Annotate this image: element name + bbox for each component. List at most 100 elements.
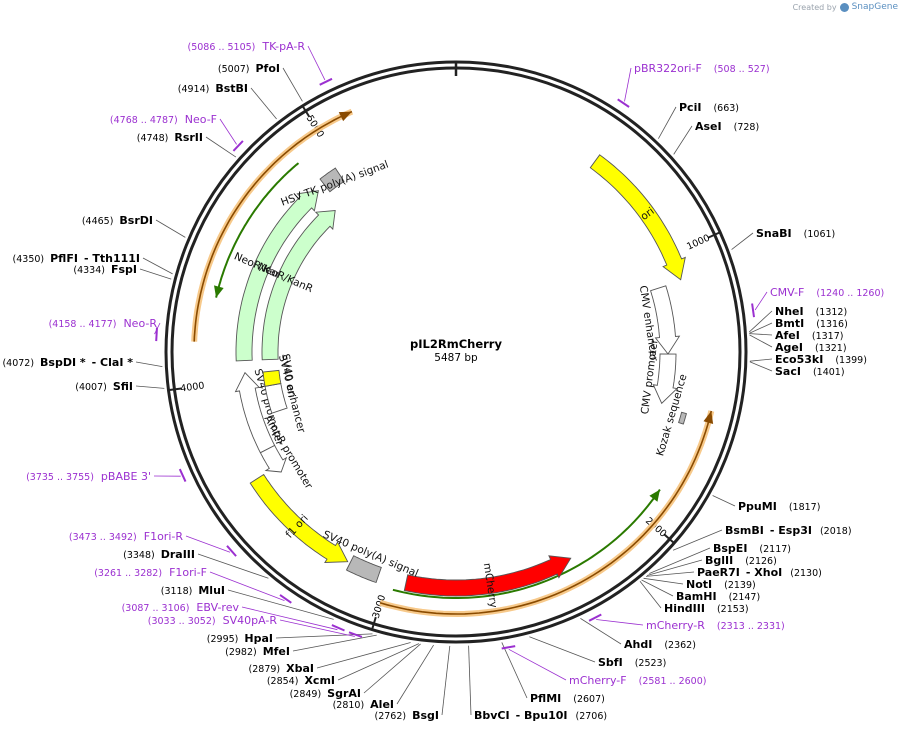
site-bspdi[interactable]: - ClaI *BspDI *(4072) (2, 356, 133, 369)
primer-mcherry-r[interactable]: mCherry-R(2313 .. 2331) (588, 613, 785, 633)
site-pflmi[interactable]: PflMI(2607) (530, 692, 605, 705)
primer-name: F1ori-F (169, 566, 207, 579)
site-name: PpuMI (738, 500, 777, 513)
site-bbvci[interactable]: BbvCI- Bpu10I(2706) (474, 709, 607, 722)
site-position: (2706) (576, 711, 608, 722)
site-name: FspI (111, 263, 137, 276)
primer-pbr322ori-f[interactable]: pBR322ori-F(508 .. 527) (617, 62, 770, 108)
site-snabi[interactable]: SnaBI(1061) (756, 227, 835, 240)
site-sgrai[interactable]: SgrAI(2849) (290, 687, 361, 700)
primer-mark (226, 545, 237, 557)
primer-leader (508, 648, 567, 681)
feature-shape (678, 411, 687, 425)
leader-lines (135, 67, 773, 716)
site-name: NotI (686, 578, 712, 591)
site-leader (749, 361, 773, 372)
orf-bar[interactable] (379, 410, 715, 618)
feature-shape (249, 473, 349, 563)
primer-labels: TK-pA-R(5086 .. 5105) Neo-F(4768 .. 4787)… (26, 40, 884, 687)
site-xcmi[interactable]: XcmI(2854) (267, 674, 335, 687)
primer-neo-r[interactable]: Neo-R(4158 .. 4177) (49, 317, 161, 342)
primer-position: (2581 .. 2600) (639, 676, 707, 687)
site-xbai[interactable]: XbaI(2879) (249, 662, 314, 675)
primer-position: (3261 .. 3282) (94, 568, 162, 579)
site-position: (663) (713, 103, 739, 114)
site-position: (1317) (812, 331, 844, 342)
site-alei[interactable]: AleI(2810) (333, 698, 394, 711)
feature-ori[interactable]: ori (589, 154, 686, 281)
site-ppumi[interactable]: PpuMI(1817) (738, 500, 820, 513)
site-pfoi[interactable]: PfoI(5007) (218, 62, 280, 75)
primer-leader (219, 118, 237, 145)
site-asei[interactable]: AseI(728) (695, 120, 759, 133)
site-name: PflMI (530, 692, 561, 705)
site-nhei[interactable]: NheI(1312) (775, 305, 847, 318)
primer-name: mCherry-R (646, 619, 705, 632)
primer-name: pBABE 3' (101, 470, 151, 483)
primer-f1ori-f[interactable]: F1ori-F (3261 .. 3282) (94, 566, 292, 604)
orf-bar[interactable] (191, 108, 354, 342)
primer-tk-pa-r[interactable]: TK-pA-R(5086 .. 5105) (188, 40, 333, 86)
site-bsgi[interactable]: BsgI(2762) (375, 709, 440, 722)
backbone-circle (164, 60, 748, 644)
site-extra: - ClaI * (92, 356, 134, 369)
feature-shape (650, 285, 681, 355)
site-sbfi[interactable]: SbfI(2523) (598, 656, 666, 669)
site-bglii[interactable]: BglII(2126) (705, 554, 777, 567)
site-hindiii[interactable]: HindIII(2153) (664, 602, 749, 615)
feature-f1-ori[interactable]: f1 ori (249, 473, 349, 563)
site-hpai[interactable]: HpaI(2995) (207, 632, 273, 645)
site-position: (2153) (717, 604, 749, 615)
primer-leader (307, 45, 326, 81)
primer-f1ori-r[interactable]: F1ori-R(3473 .. 3492) (69, 530, 237, 557)
site-agei[interactable]: AgeI(1321) (775, 341, 847, 354)
site-noti[interactable]: NotI(2139) (686, 578, 756, 591)
primer-ebv-rev[interactable]: EBV-rev(3087 .. 3106) (122, 601, 345, 632)
site-bspei[interactable]: BspEI(2117) (713, 542, 791, 555)
site-sfii[interactable]: SfiI(4007) (75, 380, 133, 393)
site-draiii[interactable]: DraIII(3348) (123, 548, 195, 561)
site-leader (645, 571, 695, 577)
site-bamhi[interactable]: BamHI(2147) (676, 590, 760, 603)
site-fspi[interactable]: FspI(4334) (73, 263, 137, 276)
primer-cmv-f[interactable]: CMV-F(1240 .. 1260) (751, 286, 884, 318)
orange-bars (191, 108, 715, 618)
primer-sv40pa-r[interactable]: SV40pA-R(3033 .. 3052) (148, 614, 363, 638)
site-position: (1401) (813, 367, 845, 378)
site-leader (337, 643, 420, 681)
feature-neor-kanr-inner[interactable]: NeoR/KanR (256, 210, 336, 361)
site-bstbi[interactable]: BstBI(4914) (178, 82, 248, 95)
primer-mcherry-f[interactable]: mCherry-F (2581 .. 2600) (501, 645, 707, 687)
created-by-text: Created by (792, 2, 837, 12)
site-mlui[interactable]: MluI(3118) (161, 584, 225, 597)
primer-leader (185, 535, 231, 553)
primer-leader (241, 606, 338, 631)
site-bmti[interactable]: BmtI(1316) (775, 317, 848, 330)
site-position: (2126) (745, 556, 777, 567)
site-extra: - Esp3I (770, 524, 812, 537)
primer-neo-f[interactable]: Neo-F(4768 .. 4787) (110, 113, 244, 152)
site-paer7i[interactable]: PaeR7I- XhoI(2130) (697, 566, 822, 579)
site-eco53ki[interactable]: Eco53kI(1399) (775, 353, 867, 366)
site-pcii[interactable]: PciI(663) (679, 101, 739, 114)
primer-leader (624, 67, 632, 102)
site-bsmbi[interactable]: BsmBI- Esp3I(2018) (725, 524, 852, 537)
feature-shape (319, 167, 345, 193)
primer-name: mCherry-F (569, 674, 627, 687)
site-mfei[interactable]: MfeI(2982) (225, 645, 290, 658)
site-ahdi[interactable]: AhdI(2362) (624, 638, 696, 651)
site-rsrii[interactable]: RsrII(4748) (137, 131, 203, 144)
primer-name: Neo-R (123, 317, 157, 330)
tick-3000 (371, 616, 377, 630)
site-leader (135, 385, 165, 389)
tick-label: 4000 (180, 380, 205, 394)
site-afei[interactable]: AfeI(1317) (775, 329, 843, 342)
site-leader (205, 136, 237, 158)
site-bsrdi[interactable]: BsrDI(4465) (82, 214, 153, 227)
primer-pbabe-3[interactable]: pBABE 3'(3735 .. 3755) (26, 468, 187, 483)
site-saci[interactable]: SacI(1401) (775, 365, 845, 378)
site-position: (2362) (664, 640, 696, 651)
primer-position: (508 .. 527) (714, 64, 770, 75)
